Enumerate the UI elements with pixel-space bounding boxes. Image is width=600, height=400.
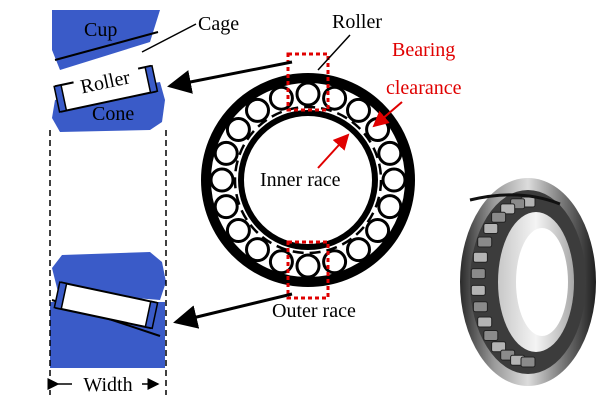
roller [245, 97, 270, 123]
roller [209, 167, 235, 193]
roller [365, 218, 391, 243]
photo-roller [500, 203, 516, 215]
roller [295, 253, 321, 279]
roller [213, 194, 239, 220]
cup-label: Cup [84, 19, 117, 41]
roller [225, 218, 251, 243]
width-label: Width [83, 374, 132, 396]
roller-pointer [317, 34, 351, 71]
roller [377, 140, 403, 166]
roller [213, 140, 239, 166]
arrow-to-top-section [167, 60, 293, 94]
photo-roller [470, 284, 486, 296]
cone-label: Cone [92, 103, 134, 125]
roller [346, 97, 371, 123]
photo-roller [477, 236, 493, 248]
inner-race-ring [238, 110, 378, 250]
clearance-dashed-ring [233, 105, 383, 255]
outer-race-ring [201, 73, 415, 287]
cage-label: Cage [198, 13, 239, 35]
photo-roller [483, 330, 499, 341]
clearance-pointer-inner [317, 133, 350, 169]
roller [225, 117, 251, 142]
inner-race-label: Inner race [260, 169, 341, 191]
photo-roller [483, 223, 499, 234]
cage-pointer [141, 23, 197, 53]
photo-roller [472, 301, 488, 313]
roller [377, 194, 403, 220]
roller [346, 237, 371, 263]
photo-roller [470, 268, 486, 280]
clearance-pointer-outer [372, 101, 403, 128]
roller-label: Roller [332, 11, 382, 33]
cage-line-top [54, 31, 159, 61]
ring-bearing: Inner race [201, 52, 415, 300]
photo-roller [491, 211, 507, 223]
bearing-clearance-label-line1: Bearing [392, 39, 455, 61]
photo-roller [491, 341, 507, 353]
bearing-clearance-label-line2: clearance [386, 77, 462, 99]
roller [295, 81, 321, 107]
arrow-to-bottom-section [173, 292, 293, 329]
photo-roller [520, 356, 536, 368]
cross-section-bottom [50, 252, 166, 368]
roller-section-bottom [53, 281, 159, 330]
photo-roller [477, 316, 493, 328]
roller [381, 167, 407, 193]
bottom-roller-highlight [286, 240, 330, 300]
roller [245, 237, 270, 263]
cup-shape-top [52, 10, 160, 70]
tapered-roller-bearing-icon [460, 178, 596, 386]
top-roller-highlight [286, 52, 330, 112]
outer-race-label: Outer race [272, 300, 356, 322]
photo-roller [472, 251, 488, 263]
